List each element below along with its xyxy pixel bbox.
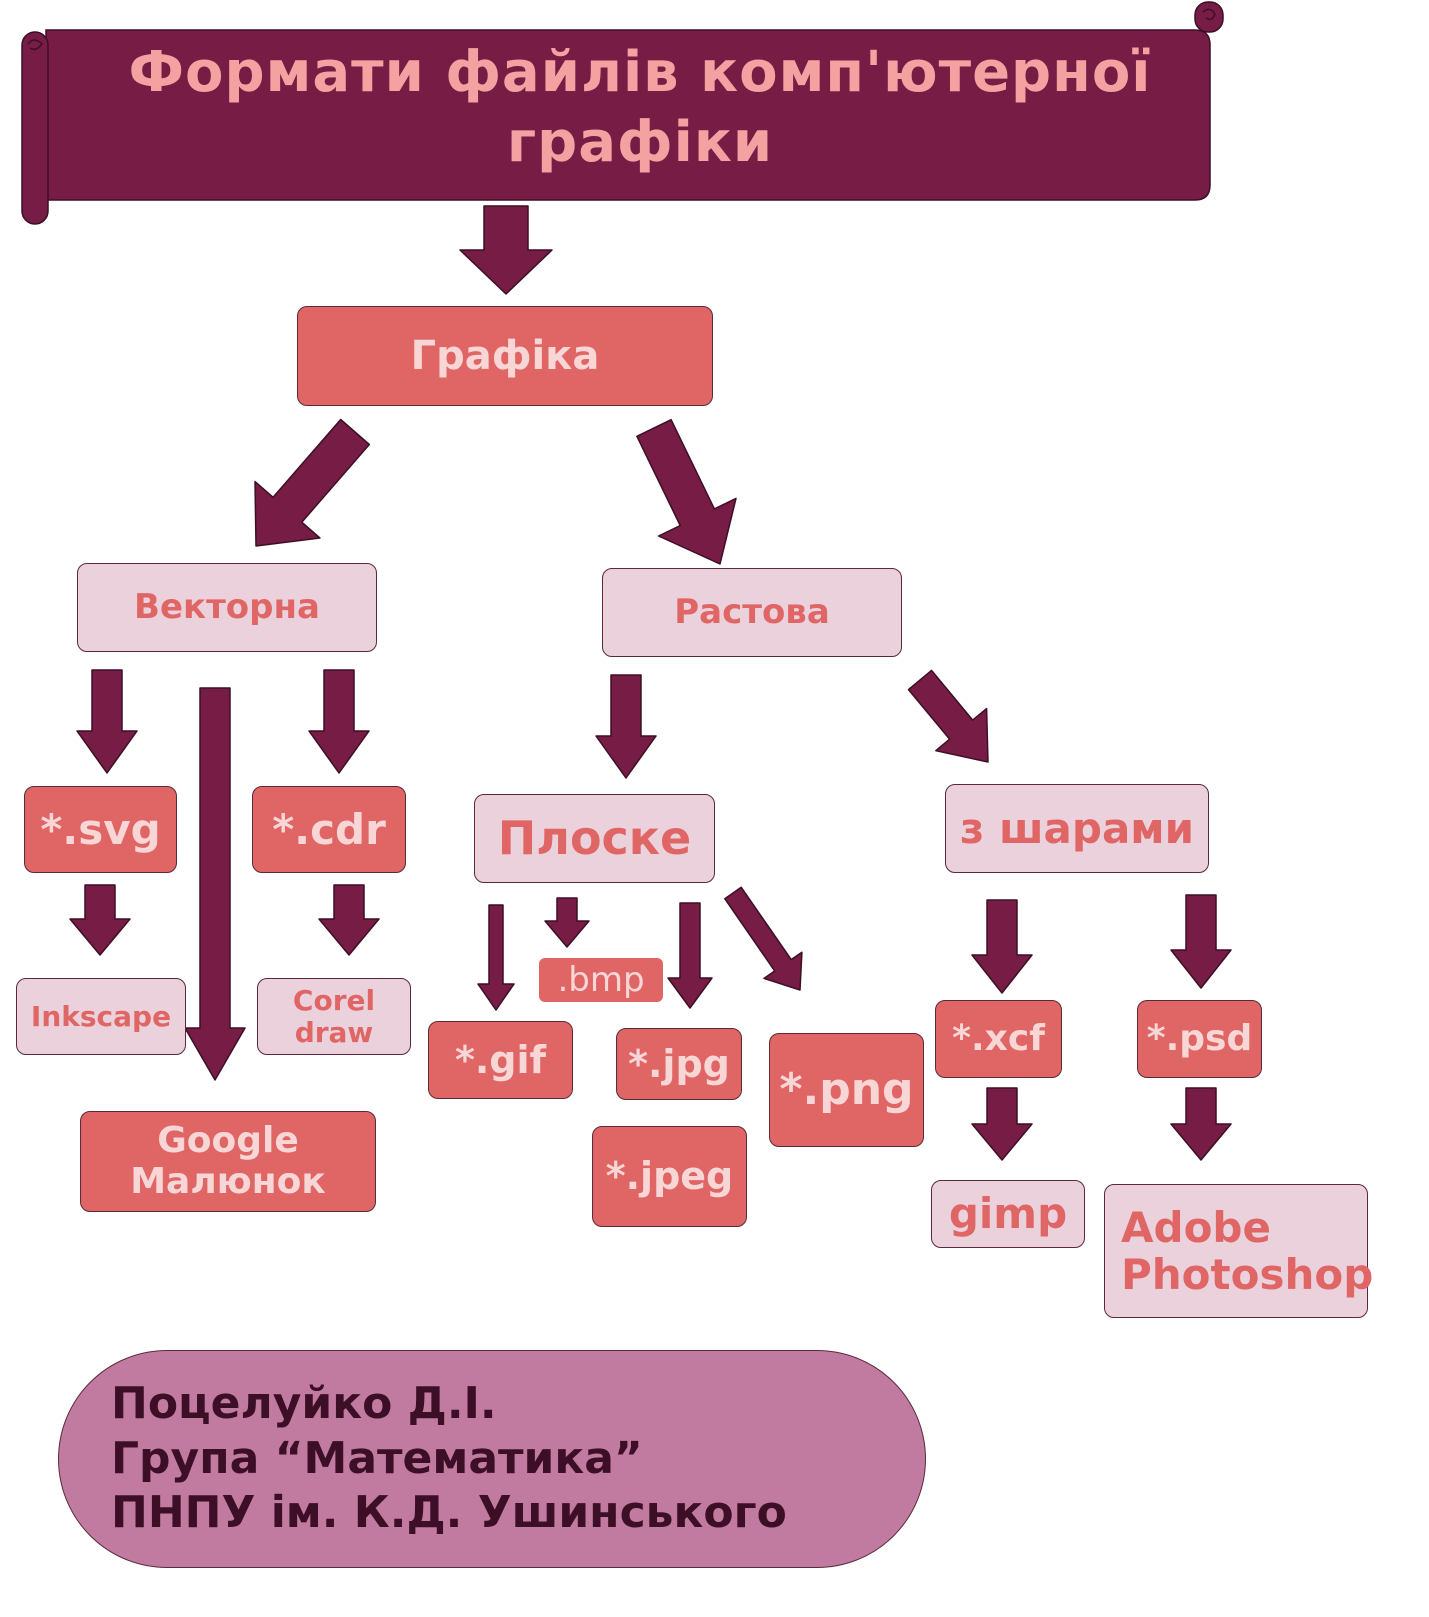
arrow-vektorna-to-google (184, 687, 246, 1081)
node-psd: *.psd (1137, 1000, 1262, 1078)
arrow-ploske-to-png (724, 886, 803, 991)
arrow-grafika-to-rastova (636, 418, 737, 565)
node-rastova: Растова (602, 568, 902, 657)
node-xcf: *.xcf (935, 1000, 1062, 1078)
node-png: *.png (769, 1033, 924, 1147)
arrow-ploske-to-bmp (544, 897, 590, 948)
node-z-sharamy: з шарами (945, 784, 1209, 873)
node-gimp: gimp (931, 1180, 1085, 1248)
node-corel-draw: Corel draw (257, 978, 411, 1055)
arrow-svg-to-inkscape (69, 884, 131, 956)
corel-line-2: draw (294, 1015, 374, 1049)
arrow-rastova-to-z-sharamy (907, 669, 989, 763)
node-ploske: Плоске (474, 794, 715, 883)
author-name: Поцелуйко Д.І. (111, 1378, 497, 1429)
arrow-vektorna-to-svg (76, 669, 138, 774)
arrow-vektorna-to-cdr (308, 669, 370, 774)
title-banner (21, 1, 1224, 225)
node-cdr: *.cdr (252, 786, 406, 873)
adobe-line-1: Adobe (1121, 1202, 1271, 1252)
node-inkscape: Inkscape (16, 978, 186, 1055)
arrow-ploske-to-jpg (667, 902, 713, 1009)
google-line-2: Малюнок (130, 1160, 326, 1202)
author-group: Група “Математика” (111, 1432, 643, 1484)
arrow-ploske-to-gif (477, 904, 515, 1011)
node-jpeg: *.jpeg (592, 1126, 747, 1227)
node-jpg: *.jpg (616, 1028, 742, 1100)
arrow-title-to-grafika (459, 205, 553, 295)
arrow-grafika-to-vektorna (254, 418, 371, 547)
node-vektorna: Векторна (77, 563, 377, 652)
node-google-malyunok: Google Малюнок (80, 1111, 376, 1212)
arrow-xcf-to-gimp (971, 1087, 1033, 1161)
arrow-rastova-to-ploske (595, 674, 657, 779)
arrow-psd-to-adobe (1170, 1087, 1232, 1161)
arrow-cdr-to-corel (318, 884, 380, 956)
arrow-z-sharamy-to-psd (1170, 894, 1232, 989)
adobe-line-2: Photoshop (1121, 1250, 1374, 1299)
node-gif: *.gif (428, 1021, 573, 1099)
google-line-1: Google (157, 1120, 299, 1162)
author-info: Поцелуйко Д.І. Група “Математика” ПНПУ і… (58, 1350, 926, 1568)
author-university: ПНПУ ім. К.Д. Ушинського (111, 1487, 787, 1539)
node-svg: *.svg (24, 786, 177, 873)
corel-line-1: Corel (292, 984, 376, 1018)
node-adobe-photoshop: Adobe Photoshop (1104, 1184, 1373, 1318)
arrow-z-sharamy-to-xcf (971, 899, 1033, 994)
node-grafika: Графіка (297, 306, 713, 406)
node-bmp: .bmp (539, 958, 663, 1002)
